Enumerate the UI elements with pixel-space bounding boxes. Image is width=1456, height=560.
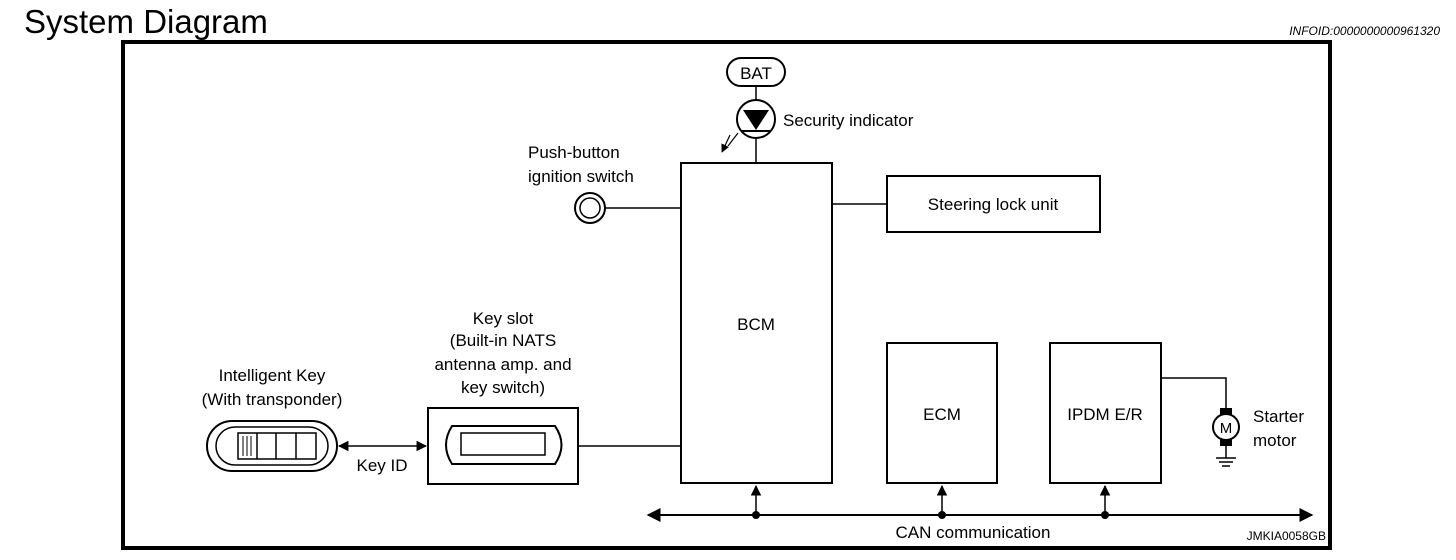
ecm-label: ECM	[923, 405, 961, 424]
page-title: System Diagram	[24, 3, 268, 40]
bcm-label: BCM	[737, 315, 775, 334]
ipdm-box	[1049, 342, 1162, 484]
info-id: INFOID:0000000000961320	[1289, 24, 1440, 38]
steering-lock-box	[886, 175, 1101, 233]
can-bus-connections	[750, 484, 1111, 519]
motor-symbol: M	[1220, 420, 1233, 437]
key-slot-icon	[427, 407, 579, 485]
bcm-box	[680, 162, 833, 484]
steering-lock-label: Steering lock unit	[928, 195, 1059, 214]
starter-motor-label-line2: motor	[1253, 431, 1297, 450]
starter-motor-label-line1: Starter	[1253, 407, 1304, 426]
can-label: CAN communication	[896, 523, 1051, 542]
push-button-label-line1: Push-button	[528, 143, 620, 162]
reference-code: JMKIA0058GB	[1247, 529, 1326, 543]
key-id-label: Key ID	[356, 456, 407, 475]
key-slot-label-line1: Key slot	[473, 309, 534, 328]
ecm-box	[886, 342, 998, 484]
push-button-icon	[574, 192, 606, 224]
key-slot-label-line3: antenna amp. and	[434, 355, 571, 374]
key-slot-label-line4: key switch)	[461, 378, 545, 397]
intelligent-key-label-line2: (With transponder)	[202, 390, 343, 409]
intelligent-key-label-line1: Intelligent Key	[219, 366, 326, 385]
starter-motor-icon	[1212, 408, 1240, 467]
push-button-label-line2: ignition switch	[528, 167, 634, 186]
intelligent-key-icon	[206, 420, 338, 472]
ipdm-label: IPDM E/R	[1067, 405, 1143, 424]
key-slot-label-line2: (Built-in NATS	[450, 331, 556, 350]
diagram-frame	[121, 40, 1332, 550]
bat-label: BAT	[740, 64, 772, 83]
security-indicator-label: Security indicator	[783, 111, 914, 130]
security-indicator-icon	[721, 99, 776, 153]
